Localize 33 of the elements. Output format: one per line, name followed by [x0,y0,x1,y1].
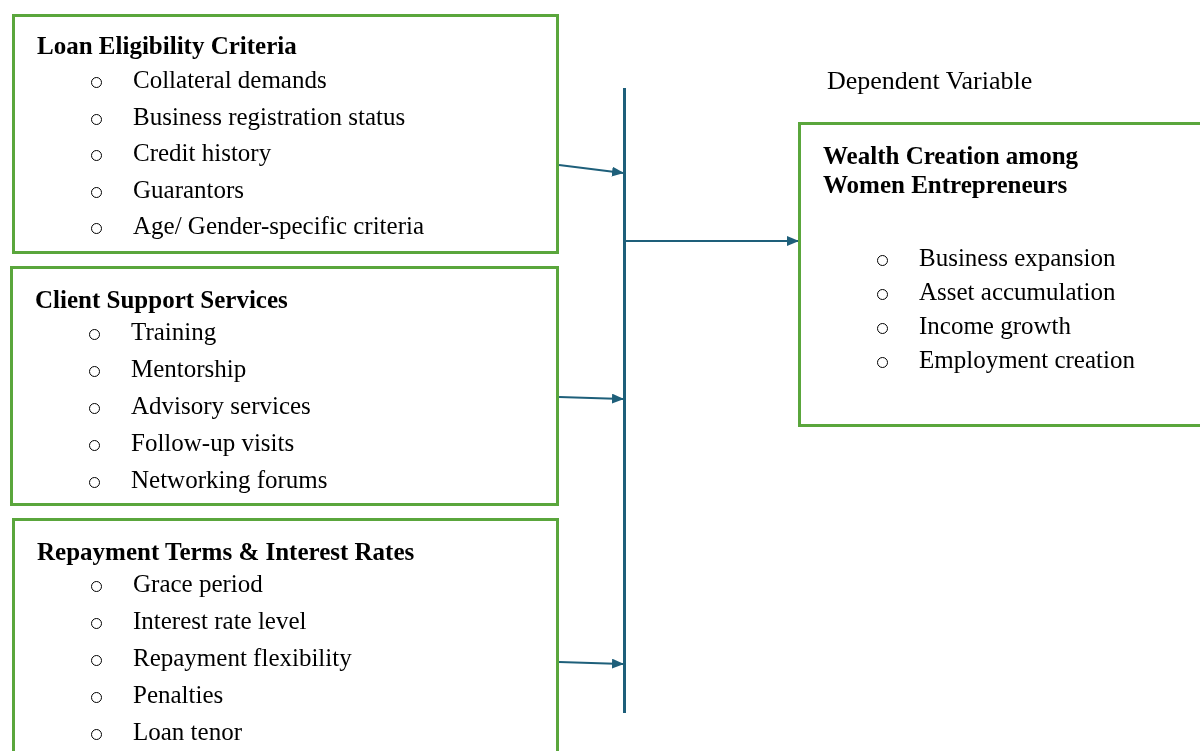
criteria-box [798,122,1200,427]
list-item: Business registration status [133,101,406,131]
list-item: Income growth [919,311,1072,340]
box-heading: Loan Eligibility Criteria [37,31,297,60]
list-item: Asset accumulation [919,277,1116,306]
list-item: Penalties [133,680,224,709]
criteria-box [12,14,559,254]
bus-line [623,88,626,713]
criteria-box [10,266,559,506]
arrow [558,393,624,404]
box-heading: Client Support Services [35,285,288,314]
list-item: Employment creation [919,345,1135,374]
box-heading: Wealth Creation among Women Entrepreneurs [823,141,1080,199]
list-item: Loan tenor [133,717,242,746]
list-item: Collateral demands [133,65,327,94]
arrow [625,236,799,246]
list-item: Age/ Gender-specific criteria [133,211,424,240]
criteria-box [12,518,559,751]
list-item: Networking forums [131,465,328,494]
list-item: Advisory services [131,391,311,420]
arrow [558,164,624,177]
list-item: Follow-up visits [131,428,295,457]
arrow [558,658,624,669]
list-item: Mentorship [131,354,247,383]
list-item: Credit history [133,138,272,167]
variable-label: Dependent Variable [827,66,1033,96]
list-item: Guarantors [133,174,245,204]
box-heading: Repayment Terms & Interest Rates [37,537,415,566]
list-item: Business expansion [919,243,1116,272]
list-item: Training [131,317,217,346]
list-item: Repayment flexibility [133,643,352,672]
list-item: Interest rate level [133,606,307,635]
list-item: Grace period [133,569,263,598]
